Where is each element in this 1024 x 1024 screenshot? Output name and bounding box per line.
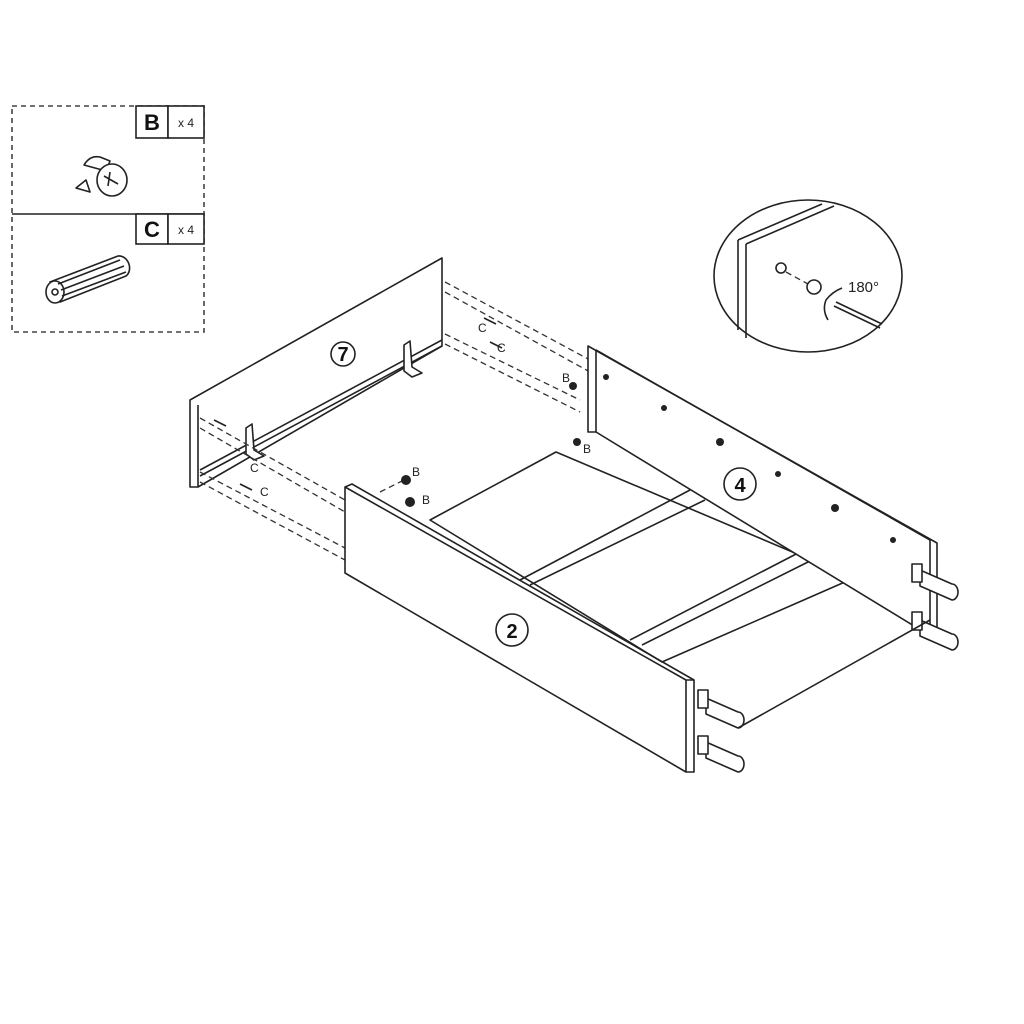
label-b: B: [583, 442, 591, 456]
part-b-id: B: [144, 110, 160, 135]
label-c: C: [250, 461, 259, 475]
panel-2: 2: [344, 483, 695, 773]
label-c: C: [478, 321, 487, 335]
rotation-label: 180°: [848, 279, 879, 296]
hardware-labels: C C C C B B B B: [213, 317, 591, 507]
panel-4-number: 4: [734, 475, 746, 497]
label-c: C: [260, 485, 269, 499]
part-b-qty: x 4: [178, 116, 194, 130]
label-b: B: [422, 493, 430, 507]
part-c-header: C x 4: [135, 213, 205, 245]
detail-callout: 180°: [713, 199, 903, 353]
parts-legend: B x 4 C x 4: [11, 105, 205, 333]
bottom-board: [429, 451, 855, 663]
part-c-id: C: [144, 217, 160, 242]
label-b: B: [412, 465, 420, 479]
part-c-qty: x 4: [178, 223, 194, 237]
connection-lines: [199, 281, 591, 561]
panel-7-number: 7: [337, 344, 348, 366]
panel-7: 7: [189, 257, 443, 488]
panel-2-number: 2: [506, 621, 517, 643]
wooden-dowel-icon: [45, 255, 131, 304]
part-b-header: B x 4: [135, 105, 205, 139]
label-b: B: [562, 371, 570, 385]
cam-lock-icon: [75, 155, 128, 197]
dowels: [697, 563, 959, 773]
